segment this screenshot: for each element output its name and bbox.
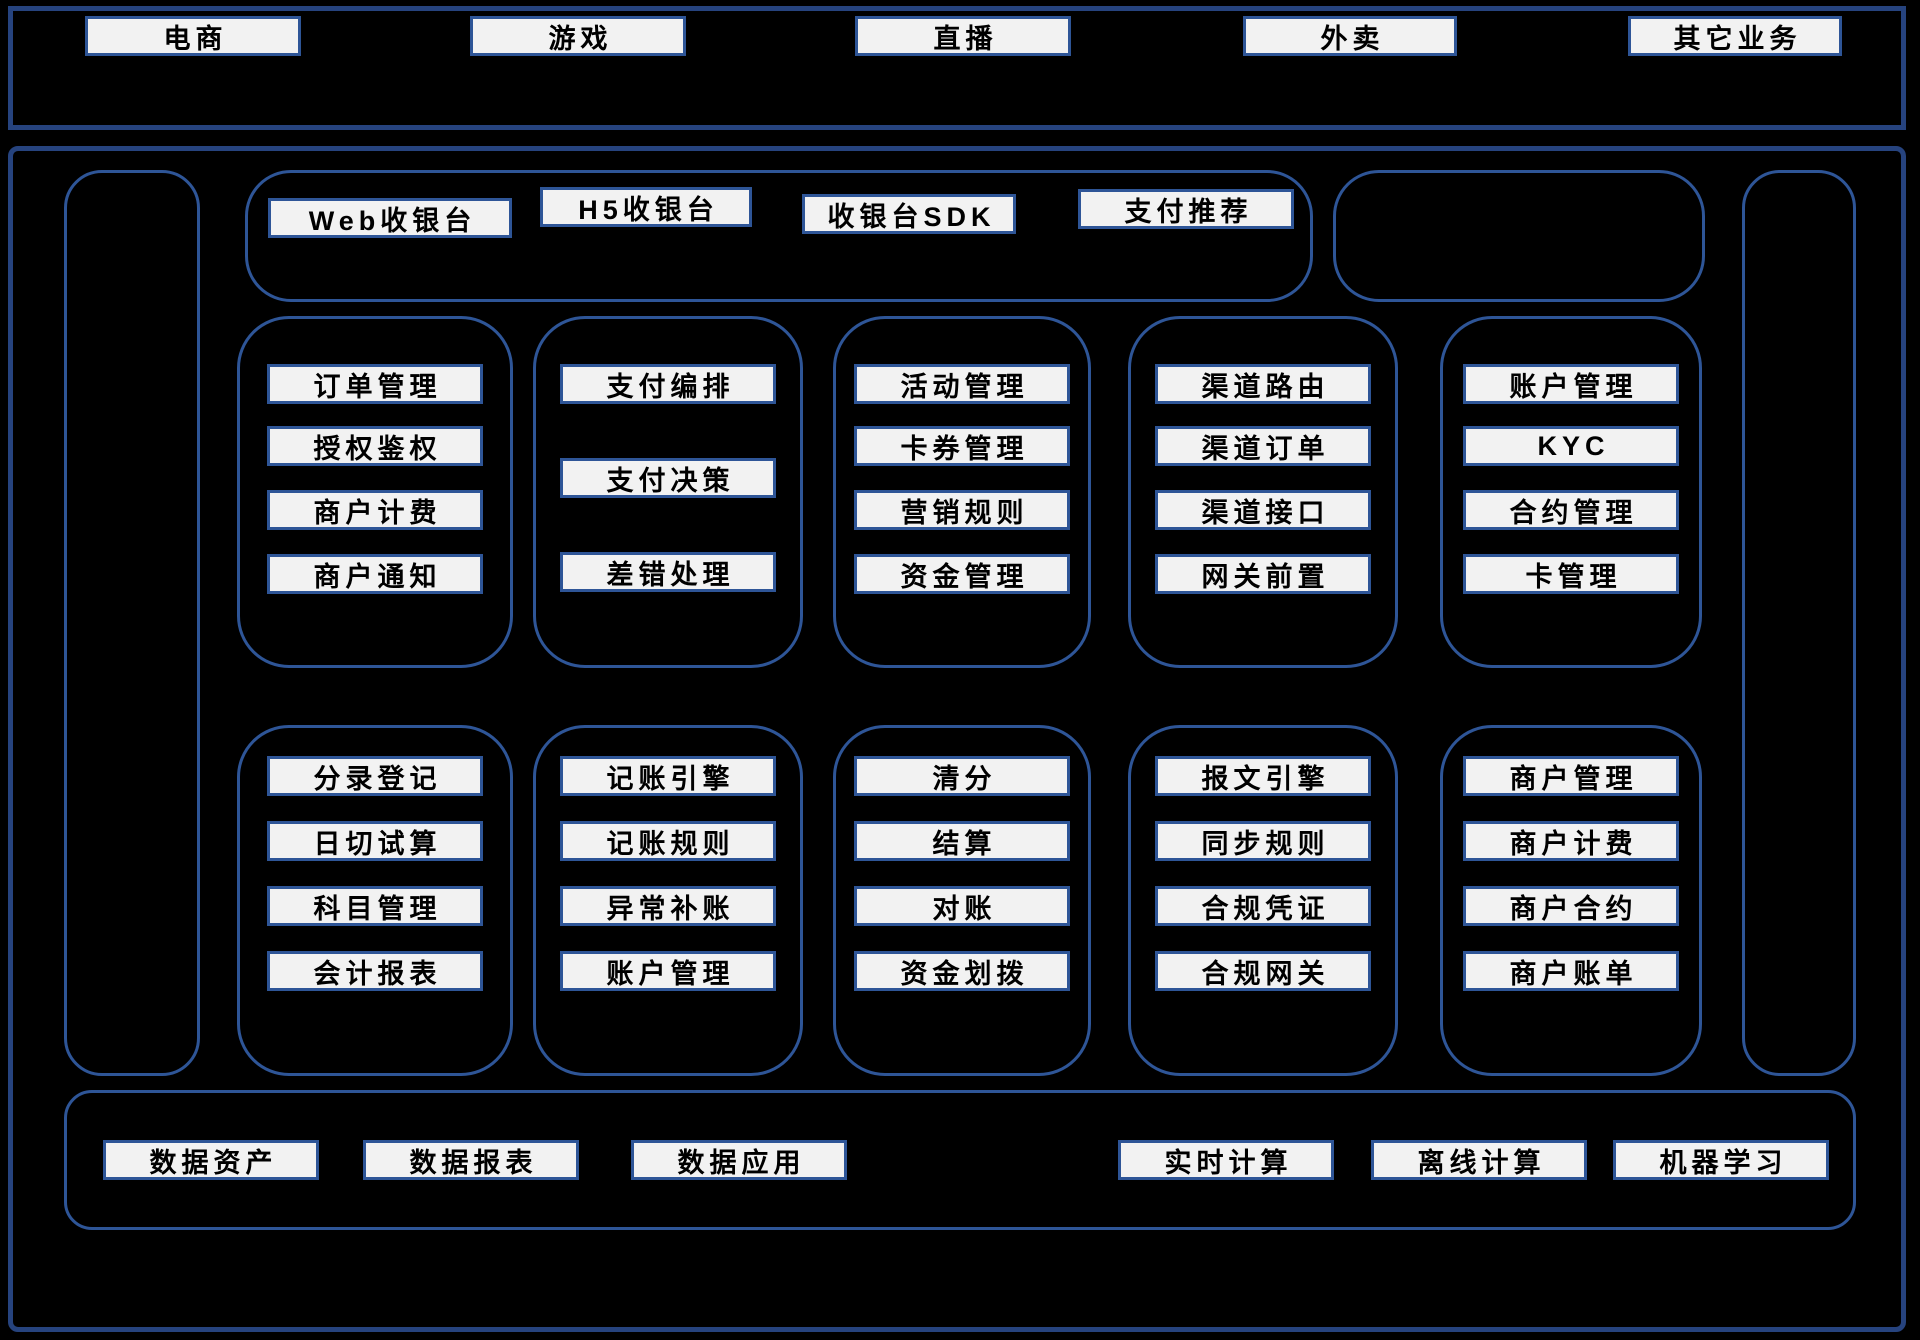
service-chip: 分录登记 [267,756,483,796]
service-group-row1-col2: 支付编排 支付决策 差错处理 [533,316,803,668]
service-chip: 商户合约 [1463,886,1679,926]
service-chip: 同步规则 [1155,821,1371,861]
service-chip: 网关前置 [1155,554,1371,594]
service-chip: 账户管理 [560,951,776,991]
data-chip: 数据报表 [363,1140,579,1180]
data-chip: 离线计算 [1371,1140,1587,1180]
service-group-row1-col1: 订单管理 授权鉴权 商户计费 商户通知 [237,316,513,668]
service-chip: 支付编排 [560,364,776,404]
data-chip: 数据资产 [103,1140,319,1180]
cashier-section: Web收银台 H5收银台 收银台SDK 支付推荐 [245,170,1313,302]
service-group-row2-col4: 报文引擎 同步规则 合规凭证 合规网关 [1128,725,1398,1076]
platform-frame: Web收银台 H5收银台 收银台SDK 支付推荐 订单管理 授权鉴权 商户计费 … [8,146,1906,1332]
service-group-row2-col2: 记账引擎 记账规则 异常补账 账户管理 [533,725,803,1076]
left-sidebar-panel [64,170,200,1076]
service-chip: 合规凭证 [1155,886,1371,926]
right-sidebar-panel [1742,170,1856,1076]
service-chip: 合规网关 [1155,951,1371,991]
cashier-chip: H5收银台 [540,187,752,227]
business-layer-frame: 电商 游戏 直播 外卖 其它业务 [8,6,1906,130]
service-chip: 合约管理 [1463,490,1679,530]
data-layer-section: 数据资产 数据报表 数据应用 实时计算 离线计算 机器学习 [64,1090,1856,1230]
service-chip: 商户账单 [1463,951,1679,991]
service-chip: 商户计费 [1463,821,1679,861]
service-chip: 结算 [854,821,1070,861]
service-chip: 清分 [854,756,1070,796]
service-group-row1-col3: 活动管理 卡券管理 营销规则 资金管理 [833,316,1091,668]
service-chip: 资金管理 [854,554,1070,594]
top-right-panel [1333,170,1705,302]
service-chip: 渠道接口 [1155,490,1371,530]
business-chip: 直播 [855,16,1071,56]
cashier-chip: Web收银台 [268,198,512,238]
service-chip: 日切试算 [267,821,483,861]
service-group-row1-col4: 渠道路由 渠道订单 渠道接口 网关前置 [1128,316,1398,668]
cashier-chip: 收银台SDK [802,194,1016,234]
service-chip: 商户通知 [267,554,483,594]
service-chip: 报文引擎 [1155,756,1371,796]
service-chip: 记账规则 [560,821,776,861]
service-chip: 账户管理 [1463,364,1679,404]
service-chip: 订单管理 [267,364,483,404]
service-chip: 商户管理 [1463,756,1679,796]
service-chip: 活动管理 [854,364,1070,404]
service-chip: 渠道订单 [1155,426,1371,466]
service-group-row2-col1: 分录登记 日切试算 科目管理 会计报表 [237,725,513,1076]
data-chip: 数据应用 [631,1140,847,1180]
service-chip: 异常补账 [560,886,776,926]
service-chip: 卡管理 [1463,554,1679,594]
business-chip: 游戏 [470,16,686,56]
service-group-row1-col5: 账户管理 KYC 合约管理 卡管理 [1440,316,1702,668]
service-chip: 商户计费 [267,490,483,530]
service-chip: 营销规则 [854,490,1070,530]
service-chip: 授权鉴权 [267,426,483,466]
service-chip: 科目管理 [267,886,483,926]
service-chip: 差错处理 [560,552,776,592]
data-chip: 机器学习 [1613,1140,1829,1180]
service-chip: KYC [1463,426,1679,466]
data-chip: 实时计算 [1118,1140,1334,1180]
business-chip: 电商 [85,16,301,56]
business-chip: 其它业务 [1628,16,1842,56]
service-chip: 记账引擎 [560,756,776,796]
service-group-row2-col5: 商户管理 商户计费 商户合约 商户账单 [1440,725,1702,1076]
business-chip: 外卖 [1243,16,1457,56]
cashier-chip: 支付推荐 [1078,189,1294,229]
service-chip: 卡券管理 [854,426,1070,466]
service-chip: 会计报表 [267,951,483,991]
service-group-row2-col3: 清分 结算 对账 资金划拨 [833,725,1091,1076]
service-chip: 资金划拨 [854,951,1070,991]
service-chip: 对账 [854,886,1070,926]
service-chip: 支付决策 [560,458,776,498]
service-chip: 渠道路由 [1155,364,1371,404]
